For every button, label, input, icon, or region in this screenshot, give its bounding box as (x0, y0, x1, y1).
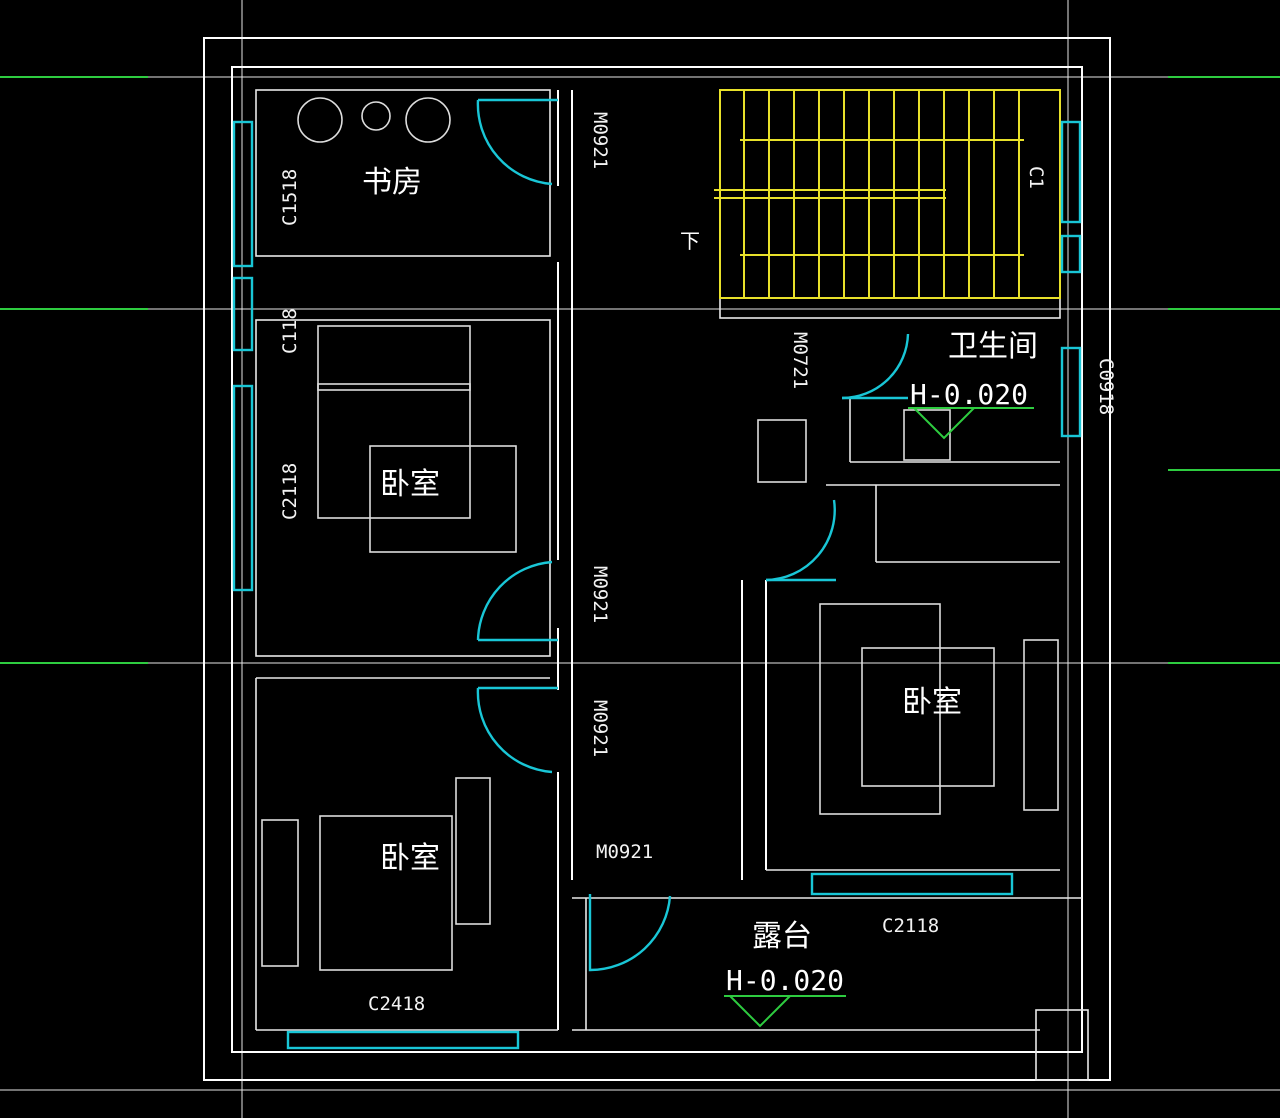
level-mark-bathroom: H-0.020 (910, 378, 1028, 411)
level-arrow-bathroom (913, 407, 975, 440)
room-label-bedroom-right: 卧室 (902, 685, 962, 720)
room-label-bedroom-bottom-left: 卧室 (380, 841, 440, 876)
room-label-terrace: 露台 (752, 919, 812, 954)
furniture (261, 97, 1059, 971)
code-door-bedroom-top: M0921 (589, 566, 611, 623)
stair-direction-mark: 下 (680, 229, 700, 253)
room-label-bedroom-top-left: 卧室 (380, 467, 440, 502)
code-door-bathroom: M0721 (789, 332, 811, 389)
interior-walls (255, 89, 1089, 1081)
outer-walls (203, 37, 1111, 1081)
level-mark-terrace: H-0.020 (726, 964, 844, 997)
code-door-terrace: M0921 (596, 841, 653, 863)
code-window-small-left: C118 (279, 308, 301, 354)
room-label-bathroom: 卫生间 (948, 329, 1038, 364)
level-arrow-terrace (729, 995, 791, 1028)
door-swings (476, 99, 910, 972)
code-door-study: M0921 (589, 112, 611, 169)
code-window-stair: C1 (1025, 166, 1047, 189)
code-door-bedroom-bottom: M0921 (589, 700, 611, 757)
code-window-study: C1518 (279, 169, 301, 226)
code-window-bedroom-left: C2118 (279, 463, 301, 520)
code-window-bottom-left: C2418 (368, 993, 425, 1015)
code-window-east: C0918 (1095, 358, 1117, 415)
room-label-study: 书房 (362, 165, 422, 200)
windows (232, 98, 1082, 1050)
staircase (714, 89, 1061, 299)
axis-markers (0, 76, 1280, 664)
code-window-right-bedroom: C2118 (882, 915, 939, 937)
